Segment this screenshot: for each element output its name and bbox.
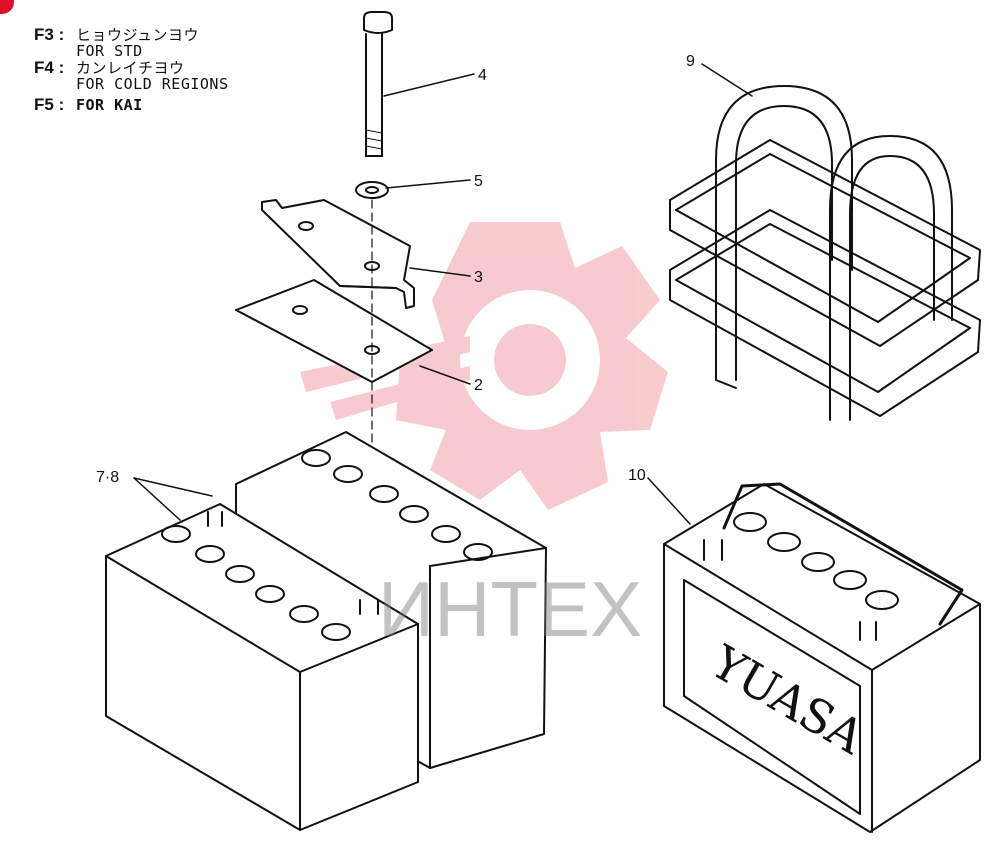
plate-part-2 [235, 279, 433, 383]
callout-9: 9 [686, 53, 695, 70]
legend-jp-text: カンレイチヨウ [76, 59, 185, 77]
legend-row-f5: F5 : FOR KAI [34, 96, 229, 114]
holder-frame-part-9 [669, 85, 981, 421]
bracket-part-3 [261, 199, 415, 309]
legend-desc: FOR KAI [76, 96, 143, 114]
callout-2: 2 [474, 377, 483, 394]
callout-5: 5 [474, 173, 483, 190]
washer-part-5 [355, 181, 389, 199]
callout-7-8: 7·8 [96, 469, 119, 486]
legend-code: F4 : [34, 58, 65, 77]
legend-desc: FOR STD [76, 42, 143, 60]
callout-3: 3 [474, 269, 483, 286]
legend-row-f3: F3 : ヒョウジュンヨウ [34, 26, 229, 44]
bolt-part-4 [363, 11, 393, 157]
leader-lines [133, 63, 753, 525]
callout-10: 10 [628, 467, 646, 484]
legend-row-f4: F4 : カンレイチヨウ [34, 59, 229, 77]
callout-4: 4 [478, 67, 487, 84]
battery-cap-row-10 [733, 512, 899, 610]
variant-legend: F3 : ヒョウジュンヨウ FOR STD F4 : カンレイチヨウ FOR C… [34, 26, 229, 114]
watermark-text: ИНТЕХ [378, 565, 642, 653]
battery-cap-row-rear [301, 449, 493, 561]
legend-code: F5 : [34, 95, 65, 114]
legend-code: F3 : [34, 25, 65, 44]
legend-desc: FOR COLD REGIONS [76, 75, 229, 93]
battery-front-part-7-8 [105, 503, 419, 831]
legend-jp-text: ヒョウジュンヨウ [76, 26, 199, 44]
battery-part-10 [663, 482, 981, 833]
battery-cap-row-front [161, 525, 351, 641]
